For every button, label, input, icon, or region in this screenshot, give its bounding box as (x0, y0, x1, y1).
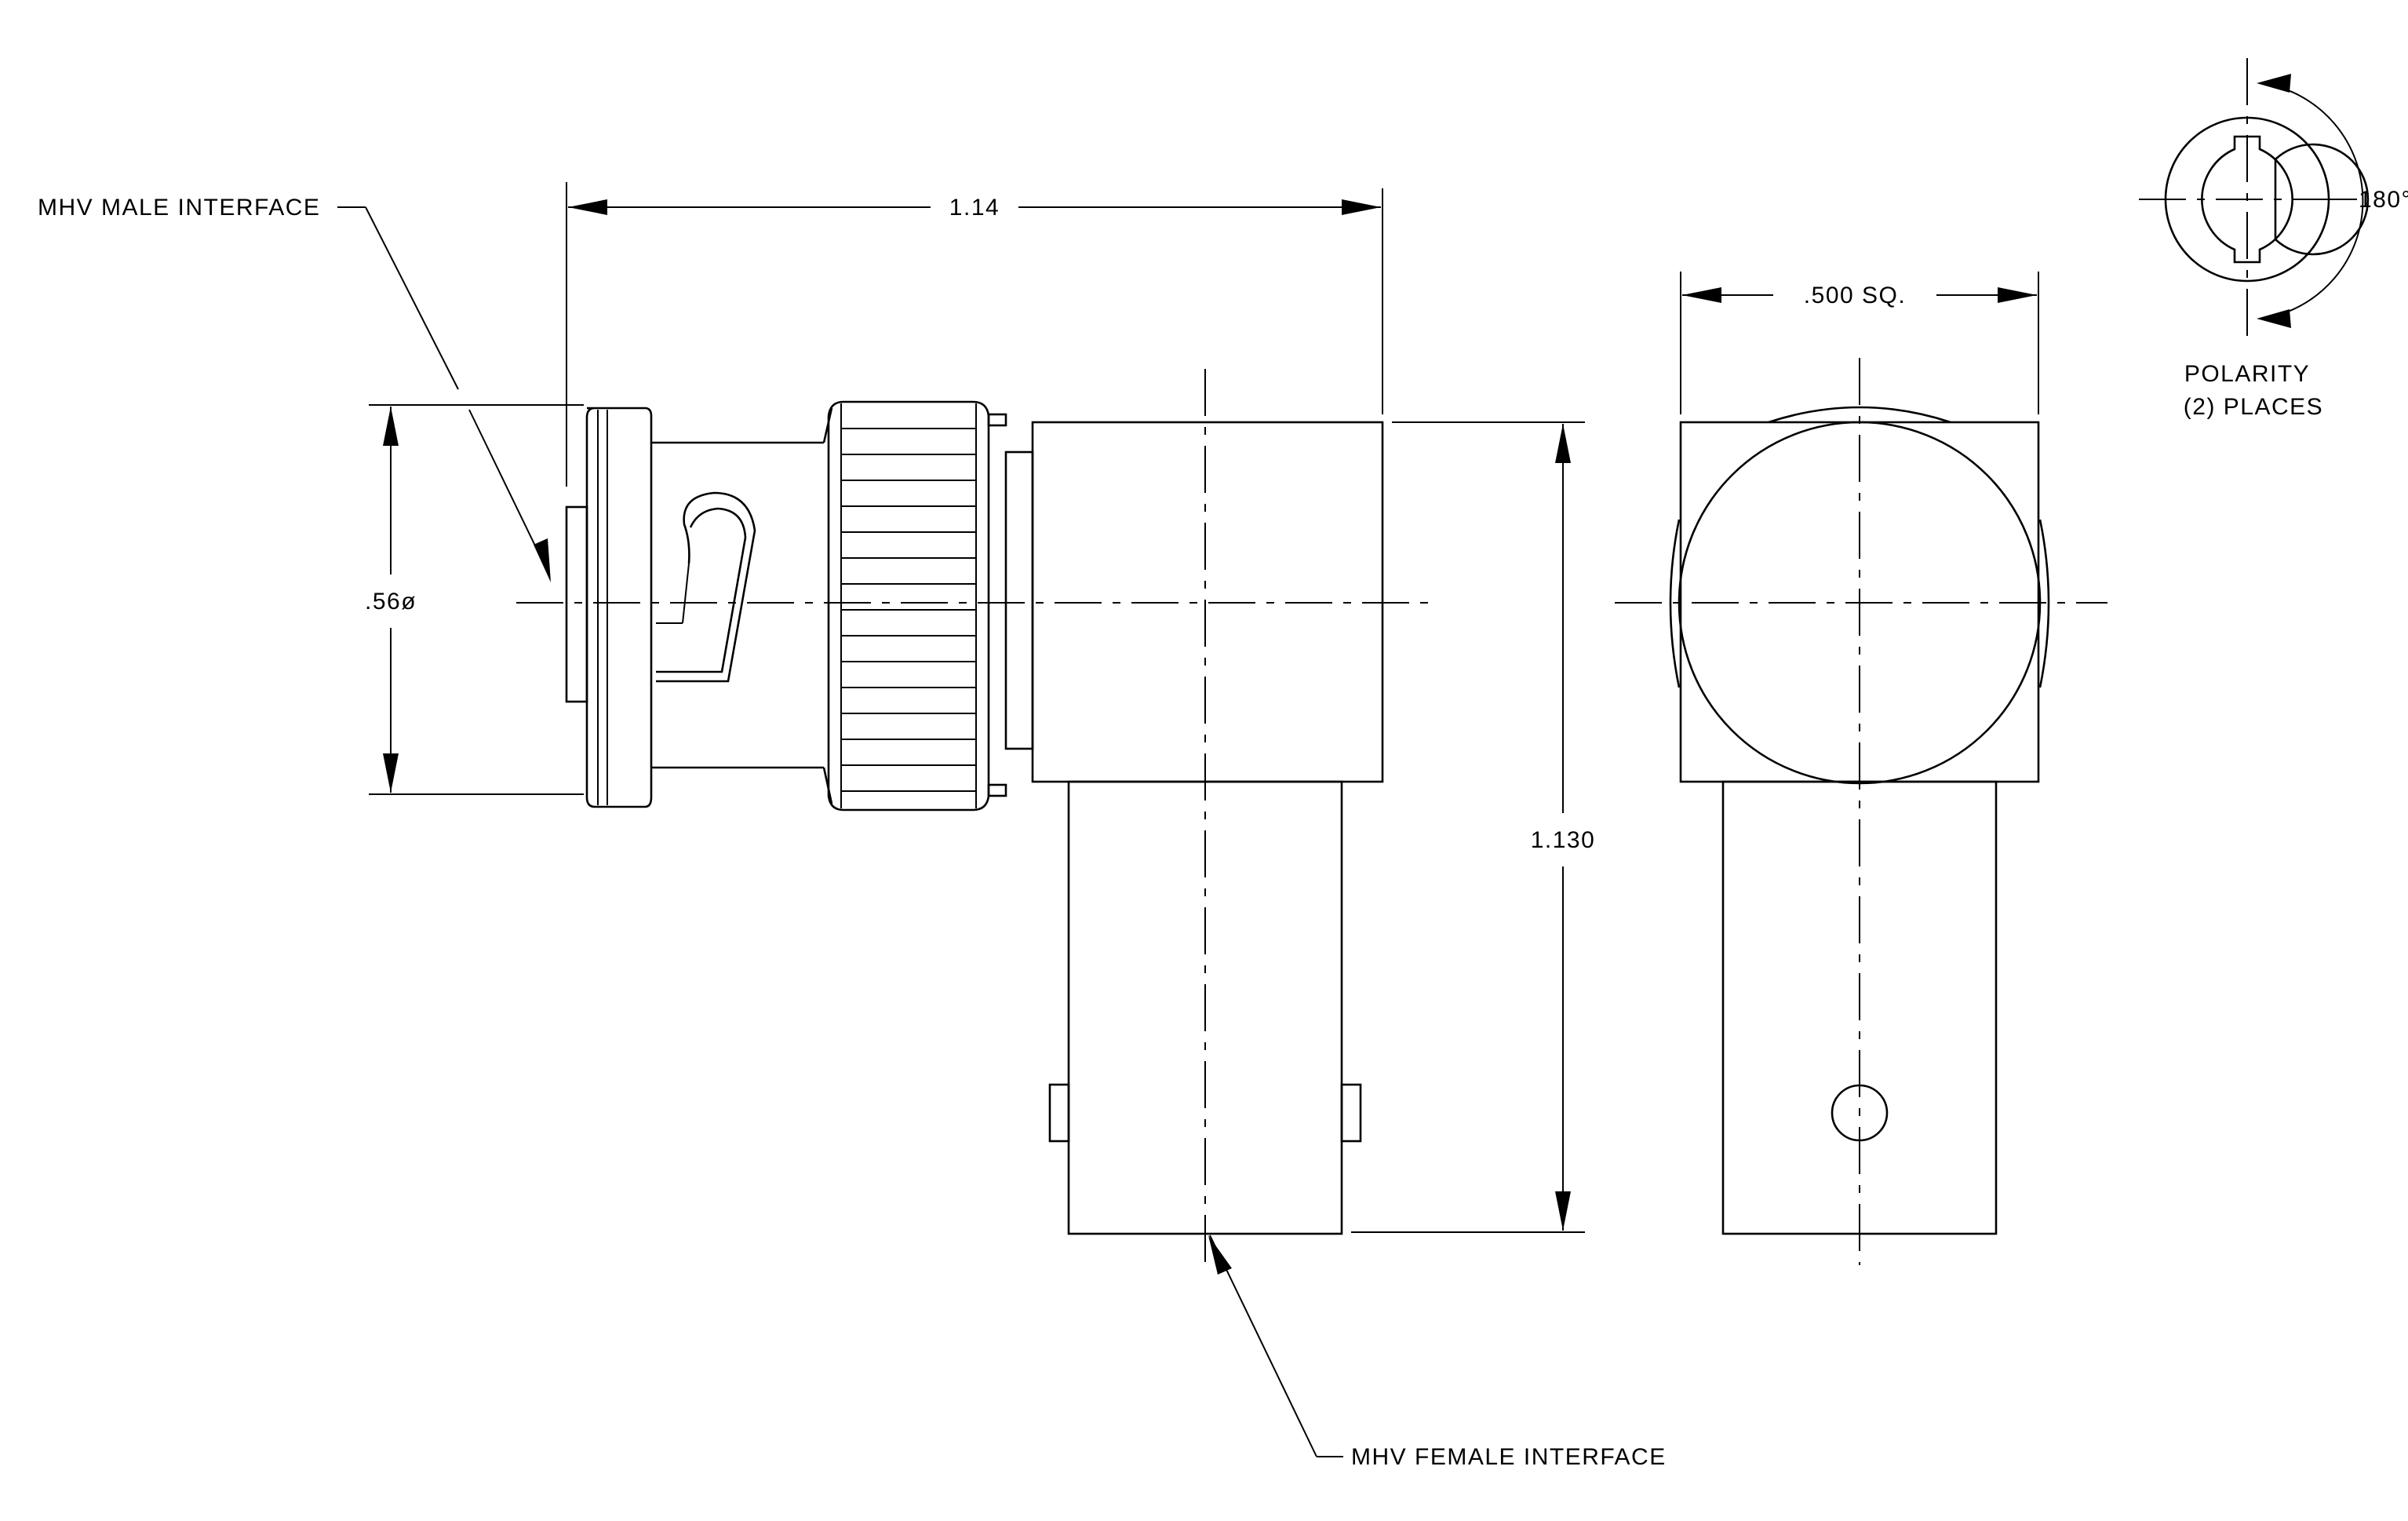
polarity-label-line1: POLARITY (2184, 361, 2310, 387)
polarity-label-line2: (2) PLACES (2184, 394, 2323, 420)
bayonet-slot (656, 491, 756, 683)
knurled-nut (827, 400, 990, 812)
dim-height (1351, 421, 1585, 1233)
side-view (516, 369, 1437, 1265)
male-interface-label: MHV MALE INTERFACE (38, 195, 320, 221)
front-view (1615, 358, 2107, 1265)
polarity-detail (2139, 58, 2370, 337)
dim-overall-length (566, 182, 1383, 487)
dim-overall-length-value: 1.14 (949, 195, 1000, 221)
dim-height-value: 1.130 (1531, 827, 1596, 853)
knurl-lines (841, 428, 976, 792)
dim-diameter (369, 404, 584, 795)
male-interface-leader (337, 206, 551, 582)
front-flange (565, 407, 653, 808)
female-interface-leader (1208, 1235, 1343, 1457)
dim-square (1680, 272, 2039, 414)
dim-square-value: .500 SQ. (1804, 283, 1906, 308)
female-interface-label: MHV FEMALE INTERFACE (1351, 1444, 1667, 1470)
polarity-angle: 180° (2359, 187, 2408, 213)
dim-diameter-value: .56ø (365, 589, 417, 615)
nut-neck (987, 413, 1034, 797)
